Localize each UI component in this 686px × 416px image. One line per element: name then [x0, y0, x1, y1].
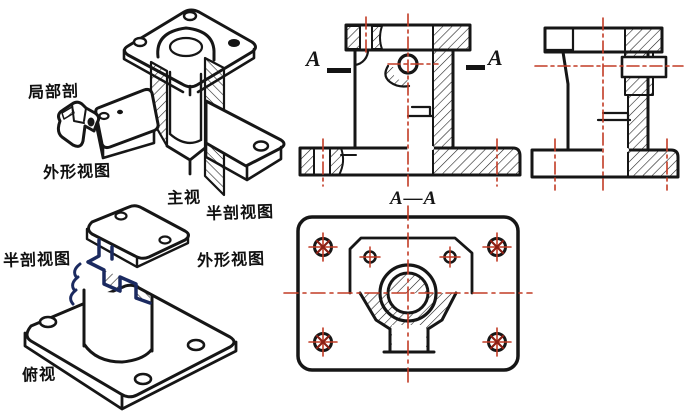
plate-hole: [132, 36, 148, 48]
label-outline-view-1: 外形视图: [42, 162, 112, 183]
label-top-view: 俯视: [21, 366, 57, 385]
hatch-region: [627, 94, 649, 151]
cut-broken-edge: [69, 262, 82, 306]
flange-hole: [439, 246, 461, 268]
section-marker-letter-right: A: [488, 45, 503, 70]
partial-section-piece: [56, 100, 101, 148]
hatch-region: [627, 149, 679, 178]
label-half-section-1: 半剖视图: [205, 203, 275, 224]
local-section-hatch: [371, 25, 383, 50]
base-plate-right-thickness: [204, 142, 283, 182]
section-marker-letter-left: A: [306, 46, 321, 71]
upper-plate-face: [87, 204, 190, 260]
base-front-edges: [165, 144, 207, 176]
base-hole-dark: [117, 109, 123, 115]
mounting-hole: [482, 232, 512, 262]
piece-hole-dark: [87, 117, 95, 127]
fillet-arc: [353, 48, 370, 67]
upper-plate-hole: [158, 235, 172, 245]
section-cut-line-right: [466, 65, 485, 70]
piece-hatch: [61, 106, 75, 120]
boss-cut-outline: [358, 291, 458, 354]
hatch-region: [432, 24, 471, 51]
plate-hole: [182, 10, 198, 22]
base-hole: [186, 338, 206, 352]
break-line: [384, 64, 411, 88]
label-outline-view-2: 外形视图: [196, 250, 266, 271]
mounting-hole: [482, 327, 512, 357]
section-view-a-a: [283, 205, 533, 383]
local-section-hatch: [345, 25, 361, 50]
bore-top-ellipse: [168, 36, 204, 58]
mounting-hole: [308, 327, 338, 357]
plate-hole-dark: [228, 39, 240, 47]
side-hole-section: [620, 55, 668, 79]
counterbore-steps: [406, 105, 435, 118]
upper-plate-hole: [114, 211, 128, 221]
pictorial-top-cutaway: [23, 204, 238, 411]
cylinder-fill: [84, 290, 152, 358]
flange-hole: [359, 246, 381, 268]
orthographic-side-view: [530, 17, 684, 191]
upper-plate-thickness: [85, 227, 190, 269]
label-half-section-2: 半剖视图: [2, 250, 72, 271]
cut-edge-highlight: [86, 238, 152, 305]
flange-step-lines: [543, 26, 575, 52]
hatch-region: [624, 27, 663, 53]
label-partial-section: 局部剖: [27, 83, 80, 102]
label-main-view: 主视: [166, 189, 202, 208]
section-title: A—A: [390, 188, 438, 209]
section-cut-line-left: [327, 68, 351, 73]
pictorial-front-cutaway: [94, 8, 286, 197]
local-section-hatch: [329, 147, 345, 176]
base-hole: [133, 372, 153, 386]
local-section-hatch: [299, 147, 315, 176]
base-hole: [98, 111, 110, 121]
orthographic-front-view: [298, 13, 522, 187]
bore-walls: [168, 70, 203, 145]
corner-holes: [308, 232, 512, 357]
hatch-region: [432, 147, 521, 176]
cylinder-outline: [82, 288, 154, 364]
base-hole: [38, 315, 58, 329]
mounting-hole: [308, 232, 338, 262]
base-hole: [252, 140, 270, 152]
base-plate-thickness: [23, 331, 238, 411]
